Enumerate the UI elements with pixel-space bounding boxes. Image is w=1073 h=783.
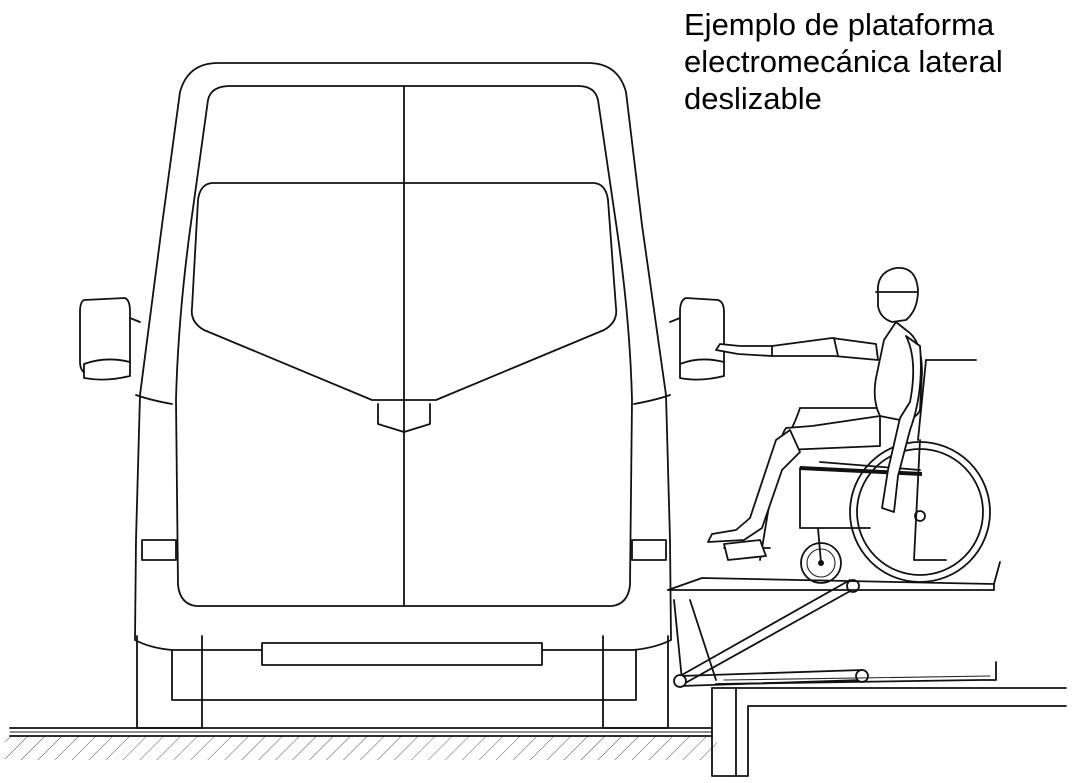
caption-line-2: electromecánica lateral <box>684 44 1003 79</box>
diagram-caption: Ejemplo de plataforma electromecánica la… <box>684 6 1069 117</box>
lift-platform <box>667 561 1001 591</box>
ground <box>5 727 717 760</box>
sidewalk-curb <box>711 687 1067 777</box>
caption-line-3: deslizable <box>684 81 822 116</box>
lift-mechanism <box>673 579 997 688</box>
van-rear <box>79 62 725 729</box>
caption-line-1: Ejemplo de plataforma <box>684 7 995 42</box>
person-figure <box>707 267 923 561</box>
